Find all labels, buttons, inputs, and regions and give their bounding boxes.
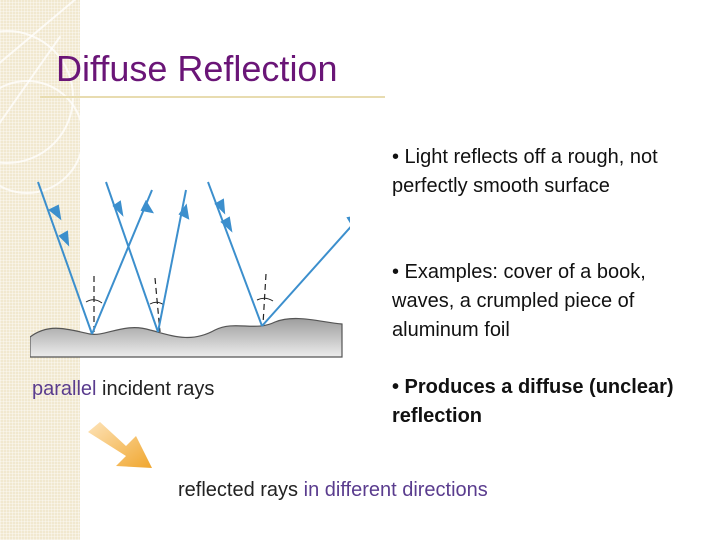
bullet-rough-surface: • Light reflects off a rough, not perfec… [392, 146, 658, 197]
caption-highlight: parallel [32, 378, 97, 400]
caption-text: incident rays [102, 378, 215, 400]
incident-ray [37, 181, 93, 335]
ray-arrowhead [178, 203, 190, 220]
caption-highlight: in different directions [303, 479, 488, 501]
bullet-examples: • Examples: cover of a book, waves, a cr… [392, 261, 646, 341]
ray-arrowhead [112, 200, 124, 217]
caption-text: reflected rays [178, 479, 299, 501]
ray-arrowhead [48, 204, 62, 221]
ray-arrowhead [214, 198, 226, 215]
rough-surface [30, 317, 343, 358]
ray-arrowhead [140, 199, 155, 214]
slide-title: Diffuse Reflection [56, 48, 338, 89]
angle-arc [85, 299, 103, 304]
reflected-rays-caption: reflected rays in different directions [178, 479, 488, 502]
ray-arrowhead [220, 216, 233, 233]
reflected-ray [91, 189, 153, 335]
incident-ray [105, 181, 159, 333]
bullet-diffuse-reflection: • Produces a diffuse (unclear) reflectio… [392, 376, 674, 427]
diffuse-reflection-diagram [30, 181, 350, 358]
ray-arrowhead [58, 230, 70, 247]
reflected-ray [261, 226, 350, 327]
title-underline [40, 96, 385, 98]
decorative-side-band [0, 0, 80, 540]
angle-arc [256, 297, 274, 302]
normal-line [262, 273, 267, 325]
incident-rays-caption: parallel incident rays [32, 378, 214, 401]
ray-arrowhead [346, 216, 350, 224]
orange-arrow-icon [88, 422, 152, 468]
